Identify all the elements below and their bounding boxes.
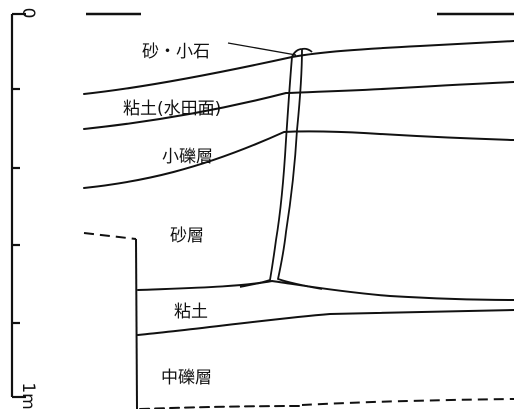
pit-top-dashed — [83, 232, 137, 240]
crack-left-edge — [239, 56, 293, 288]
layer-label-clay: 粘土 — [174, 302, 208, 322]
pit-wall — [135, 238, 138, 409]
excavation-pit-outline — [83, 232, 514, 409]
layer-boundaries — [83, 40, 514, 409]
layer-label-medium-gravel: 中礫層 — [161, 368, 212, 388]
layer-label-paddy-clay: 粘土(水田面) — [123, 99, 221, 119]
layer-label-small-gravel: 小礫層 — [162, 147, 213, 167]
boundary-sand-gravel-top — [83, 40, 514, 95]
pit-bottom-dashed — [301, 398, 514, 406]
boundary-medium-gravel-top — [137, 309, 514, 336]
depth-scale — [10, 12, 26, 399]
crack-top-cap — [291, 47, 313, 58]
boundary-bottom — [139, 405, 301, 409]
scale-label-bottom: 1m — [18, 382, 38, 409]
boundary-paddy-clay-top — [83, 81, 514, 130]
boundary-small-gravel-top — [83, 130, 514, 189]
layer-label-sand: 砂層 — [170, 226, 204, 246]
label-leader-line — [227, 42, 297, 56]
layer-label-sand-gravel: 砂・小石 — [142, 42, 210, 62]
vertical-crack — [239, 47, 323, 290]
scale-label-top: 0 — [18, 8, 38, 19]
boundary-clay-top — [137, 279, 514, 301]
crack-right-edge — [277, 48, 323, 290]
